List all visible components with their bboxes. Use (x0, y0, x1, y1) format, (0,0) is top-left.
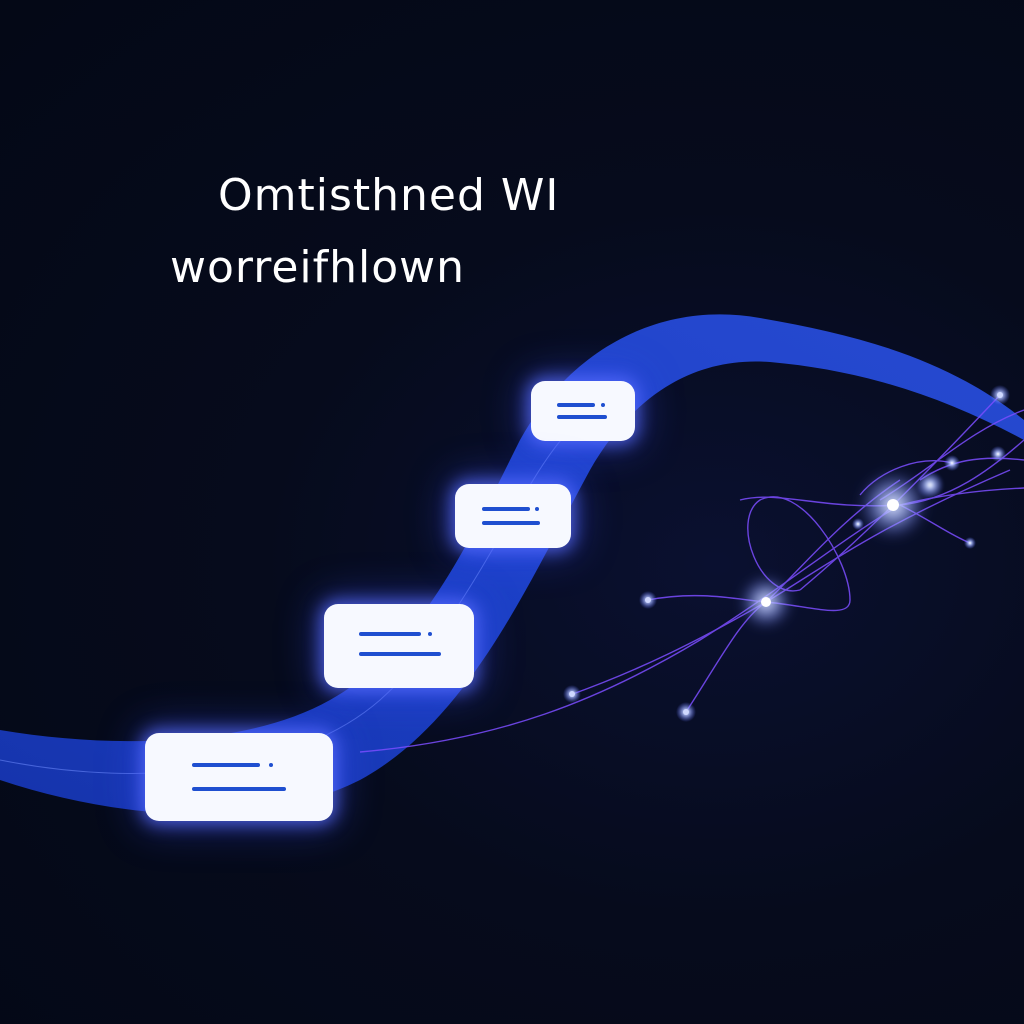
network-nodes (563, 385, 1010, 722)
text-line-icon (192, 787, 286, 791)
headline-line-2: worreifhlown (170, 242, 466, 293)
workflow-card-2 (455, 484, 571, 548)
dot-icon (269, 763, 273, 767)
text-line-icon (557, 403, 595, 407)
workflow-card-1 (531, 381, 635, 441)
ribbon-wave (0, 314, 1024, 814)
dot-icon (535, 507, 539, 511)
workflow-card-3 (324, 604, 474, 688)
headline-line-1: Omtisthned WI (218, 170, 560, 221)
text-line-icon (482, 521, 540, 525)
text-line-icon (359, 652, 441, 656)
dot-icon (601, 403, 605, 407)
text-line-icon (482, 507, 530, 511)
dot-icon (428, 632, 432, 636)
text-line-icon (359, 632, 421, 636)
workflow-card-4 (145, 733, 333, 821)
text-line-icon (192, 763, 260, 767)
text-line-icon (557, 415, 607, 419)
